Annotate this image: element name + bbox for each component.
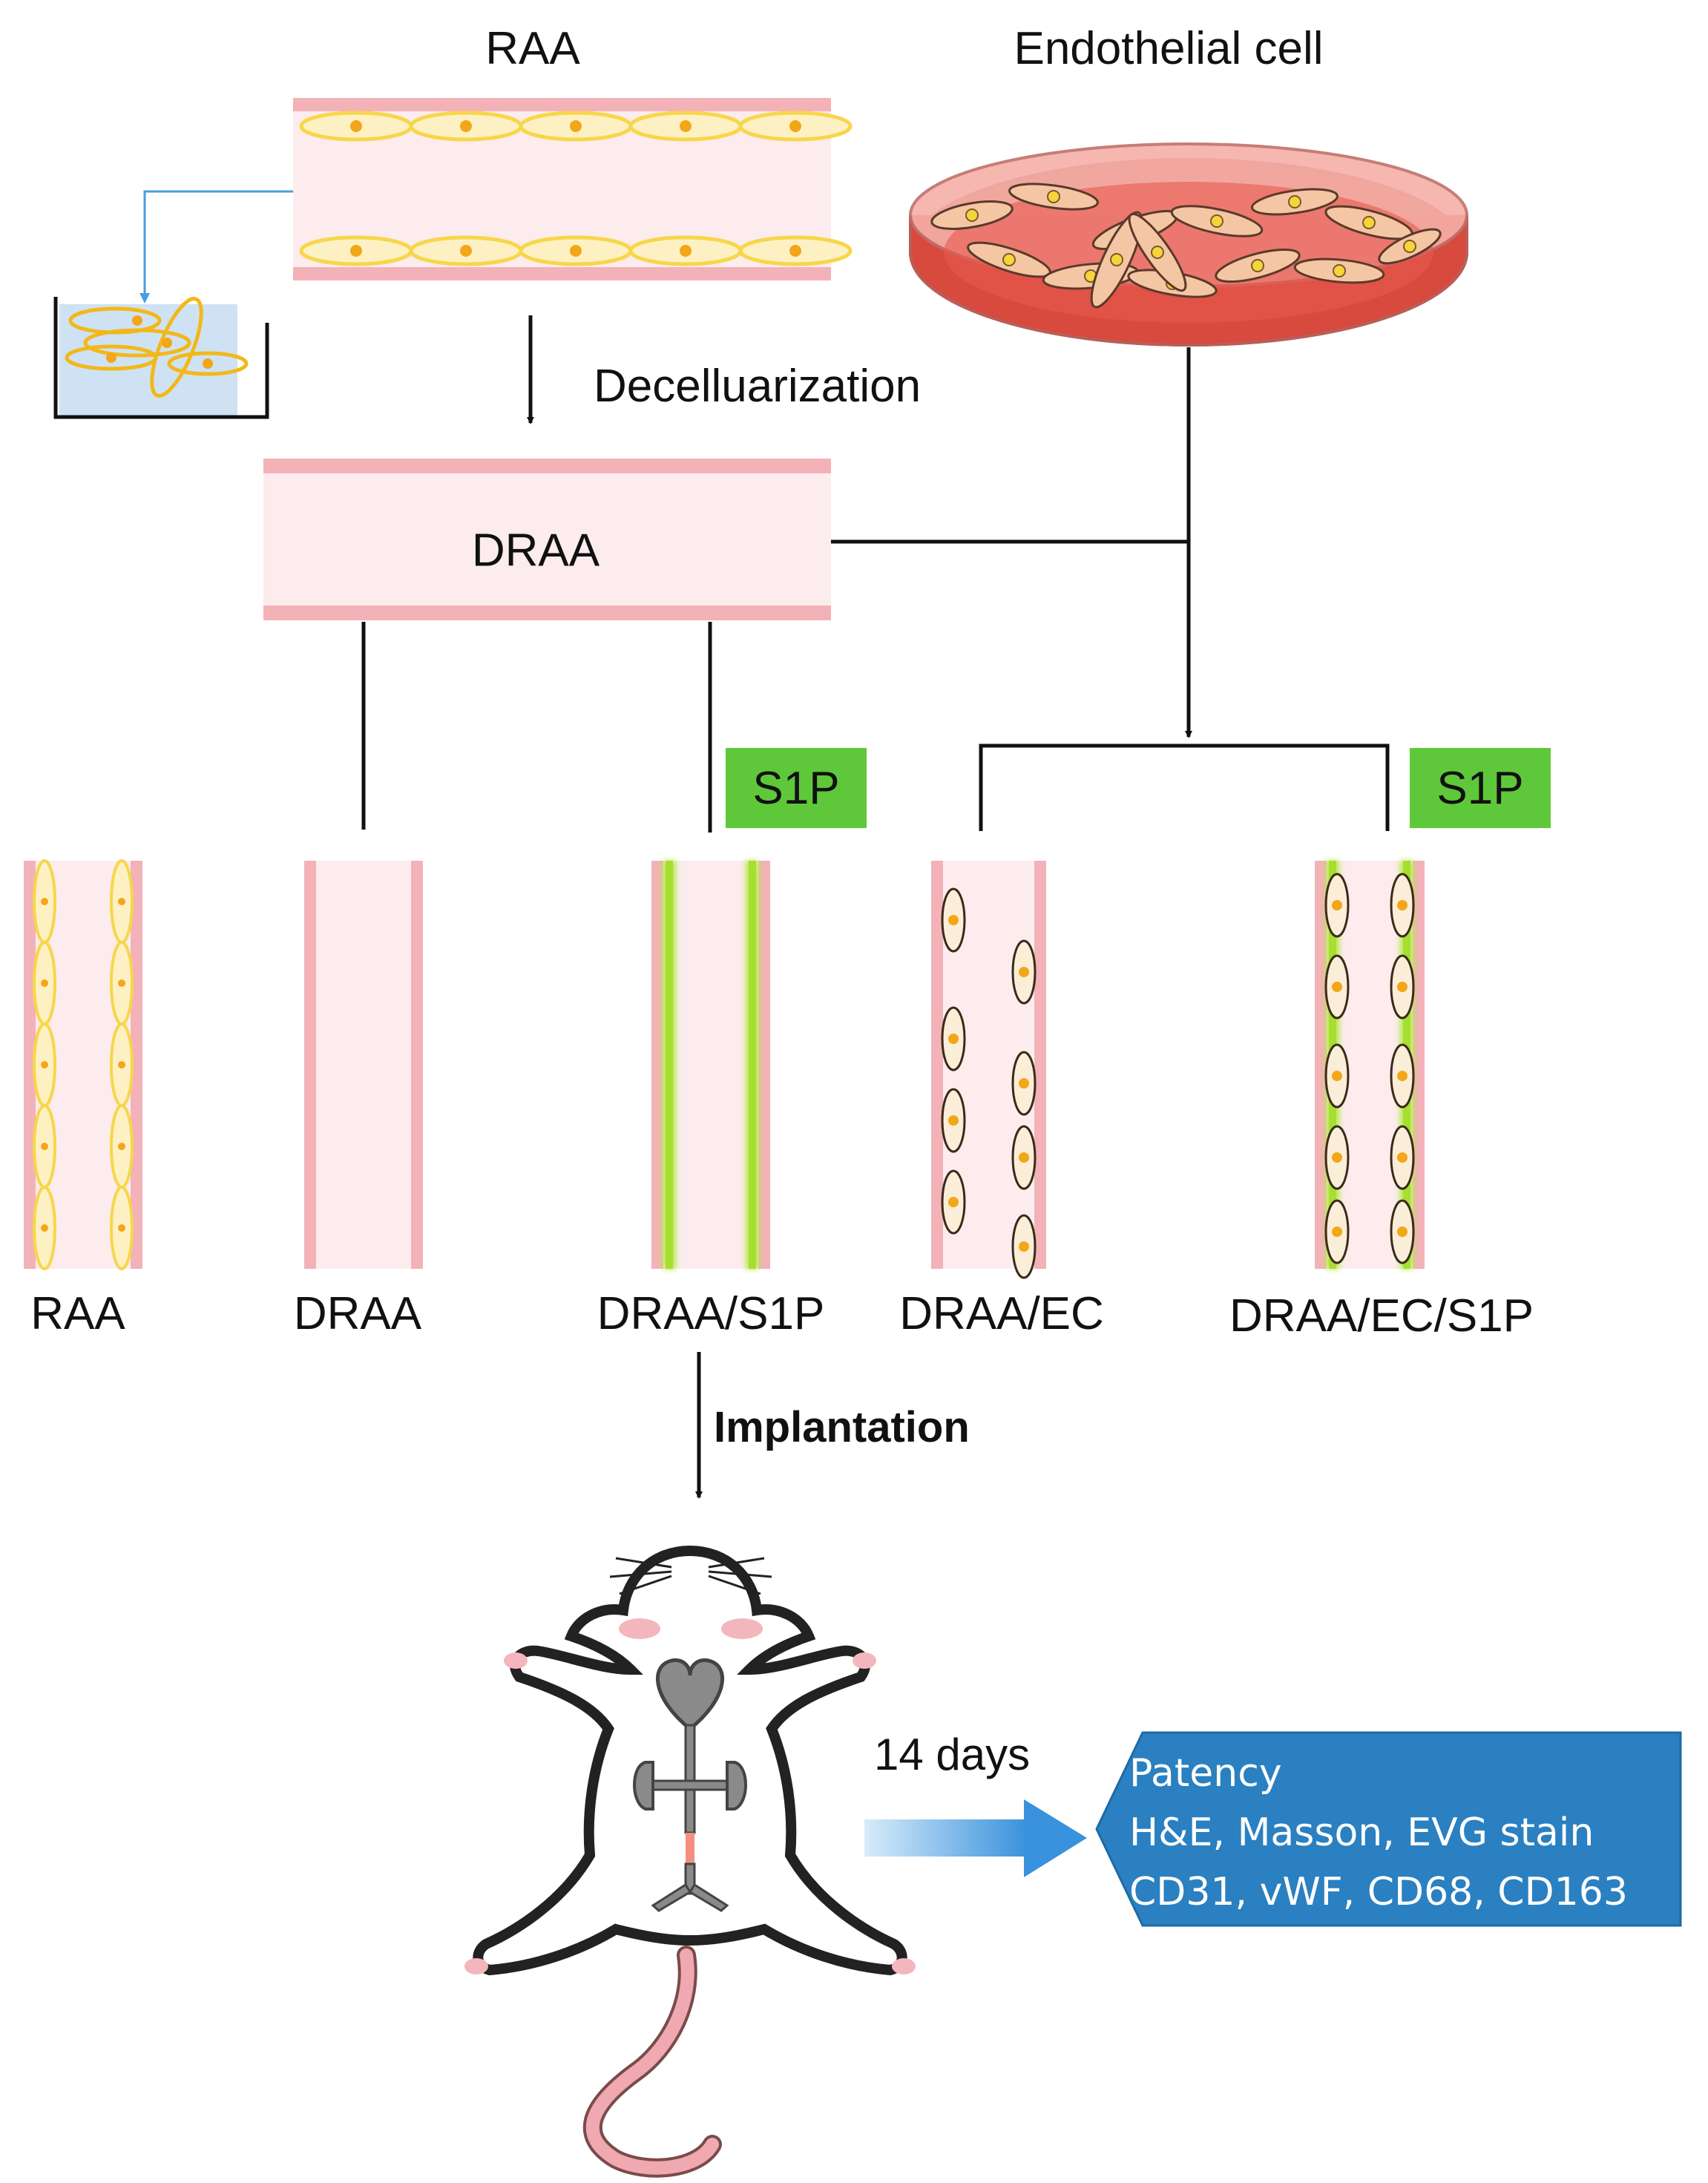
cell-nucleus [1397,982,1408,992]
rat-illustration [464,1545,916,2178]
group-label-draa-ec-s1p: DRAA/EC/S1P [1229,1290,1534,1342]
endothelial-cell-title: Endothelial cell [1014,23,1324,74]
cell-nucleus [1332,900,1342,910]
decellularization-label: Decelluarization [594,361,922,412]
cell-nucleus [41,1143,48,1150]
cell-nucleus [118,1143,125,1150]
group-label-draa-s1p: DRAA/S1P [597,1288,825,1339]
cell-nucleus [1019,1241,1029,1252]
cell-nucleus [1397,1152,1408,1163]
cell-nucleus [1332,1071,1342,1081]
vessel-tube-raa [24,859,142,1270]
cell-nucleus [1047,190,1060,203]
raa-vessel-horizontal [293,98,853,280]
cell-nucleus [118,898,125,905]
group-label-draa-ec: DRAA/EC [899,1288,1104,1339]
cell-nucleus [1397,1227,1408,1237]
result-patency: Patency [1129,1751,1282,1796]
s1p-coating [666,861,673,1269]
cell-nucleus [1210,214,1223,228]
vessel-tube-s1p [651,861,770,1269]
cell-nucleus [789,120,801,132]
cell-nucleus [1403,240,1416,253]
cell-nucleus [680,120,692,132]
cell-nucleus [350,120,362,132]
cell-nucleus [1251,259,1264,272]
raa-title: RAA [485,23,580,74]
draa-vessel-horizontal [263,459,831,620]
cell-nucleus [1362,216,1376,229]
cell-nucleus [41,1224,48,1232]
cell-nucleus [460,245,472,257]
cell-nucleus [570,245,582,257]
cell-nucleus [118,979,125,987]
group-label-draa: DRAA [293,1288,422,1339]
cell-nucleus [118,1061,125,1068]
cell-nucleus [1288,195,1301,209]
days-label: 14 days [874,1730,1031,1779]
implantation-label: Implantation [714,1403,970,1451]
cell-nucleus [1332,1152,1342,1163]
cell-nucleus [789,245,801,257]
group-label-raa: RAA [30,1288,125,1339]
cell-nucleus [570,120,582,132]
s1p-badge-2: S1P [1410,748,1551,828]
s1p-coating [749,861,756,1269]
cell-nucleus [1019,1078,1029,1089]
cell-nucleus [460,120,472,132]
cell-nucleus [965,209,979,222]
cell-nucleus [1333,264,1346,278]
cell-nucleus [41,1061,48,1068]
cell-nucleus [1397,900,1408,910]
draa-center-label: DRAA [471,525,600,577]
cell-nucleus [1397,1071,1408,1081]
cell-nucleus [948,1197,959,1207]
result-box [1095,1731,1682,1927]
cell-nucleus [948,1034,959,1044]
cell-nucleus [350,245,362,257]
petri-dish [909,142,1468,347]
cell-nucleus [1110,253,1123,266]
cell-nucleus [41,979,48,987]
result-markers: CD31, vWF, CD68, CD163 [1129,1870,1628,1914]
cell-nucleus [1332,982,1342,992]
cell-nucleus [1019,967,1029,977]
cell-nucleus [1019,1152,1029,1163]
s1p-badge-1: S1P [726,748,867,828]
cell-nucleus [41,898,48,905]
result-stains: H&E, Masson, EVG stain [1129,1811,1594,1855]
culture-well [53,190,293,419]
cell-nucleus [1332,1227,1342,1237]
vessel-tube-ec [931,861,1046,1279]
cell-nucleus [680,245,692,257]
result-list: Patency H&E, Masson, EVG stain CD31, vWF… [1129,1744,1628,1922]
vessel-tube-draa [304,861,423,1269]
cell-nucleus [1151,246,1164,259]
cell-nucleus [948,915,959,925]
cell-nucleus [118,1224,125,1232]
cell-nucleus [948,1115,959,1126]
result-arrow [864,1799,1087,1877]
vessel-tube-ecs1p [1315,861,1425,1269]
cell-nucleus [1002,253,1016,266]
